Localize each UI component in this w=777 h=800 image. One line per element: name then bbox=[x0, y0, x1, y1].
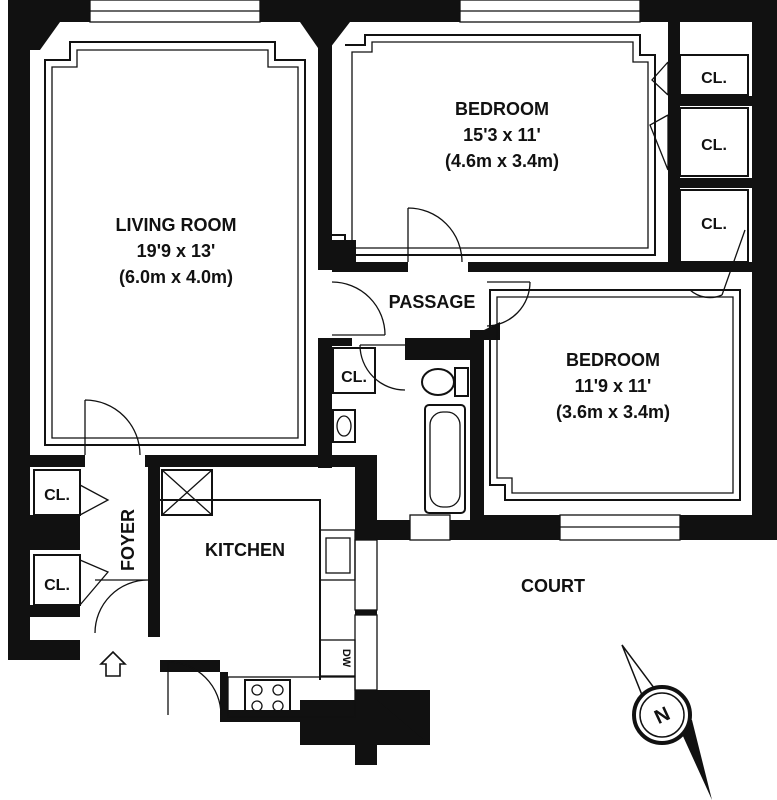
foyer-label: FOYER bbox=[118, 509, 138, 571]
living-room-dimensions-metric: (6.0m x 4.0m) bbox=[119, 267, 233, 287]
sink-icon bbox=[332, 409, 356, 443]
closet-outlines bbox=[33, 54, 749, 606]
closet-label: CL. bbox=[701, 216, 727, 233]
bedroom1-dimensions-metric: (4.6m x 3.4m) bbox=[445, 151, 559, 171]
bedroom2-dimensions-imperial: 11'9 x 11' bbox=[575, 376, 652, 396]
closet-label: CL. bbox=[44, 577, 70, 594]
room-outlines bbox=[44, 34, 741, 718]
bedroom1-name: BEDROOM bbox=[455, 99, 549, 119]
kitchen-label: KITCHEN bbox=[205, 540, 285, 560]
entry-arrow-icon bbox=[99, 650, 127, 677]
closet-label: CL. bbox=[701, 137, 727, 154]
toilet-icon bbox=[421, 368, 455, 396]
windows bbox=[89, 0, 681, 691]
stove-icon bbox=[244, 679, 291, 716]
living-room-name: LIVING ROOM bbox=[116, 215, 237, 235]
dishwasher-label: DW bbox=[340, 649, 352, 668]
north-compass-icon: N bbox=[621, 644, 712, 800]
bedroom2-name: BEDROOM bbox=[566, 350, 660, 370]
kitchen-fixtures bbox=[244, 537, 351, 716]
kitchen-sink-icon bbox=[325, 537, 351, 574]
closet-labels: CL. CL. CL. CL. CL. CL. bbox=[44, 70, 727, 594]
closet-label: CL. bbox=[341, 369, 367, 386]
living-room-dimensions-imperial: 19'9 x 13' bbox=[137, 241, 216, 261]
bedroom2-dimensions-metric: (3.6m x 3.4m) bbox=[556, 402, 670, 422]
bedroom1-dimensions-imperial: 15'3 x 11' bbox=[463, 125, 541, 145]
closet-label: CL. bbox=[44, 487, 70, 504]
court-label: COURT bbox=[521, 576, 585, 596]
walls bbox=[8, 0, 777, 765]
doors bbox=[79, 61, 746, 716]
closet-label: CL. bbox=[701, 70, 727, 87]
bathtub-icon bbox=[429, 411, 461, 508]
room-labels: LIVING ROOM 19'9 x 13' (6.0m x 4.0m) BED… bbox=[116, 99, 671, 596]
passage-label: PASSAGE bbox=[389, 292, 476, 312]
bathroom-fixtures bbox=[332, 367, 469, 514]
